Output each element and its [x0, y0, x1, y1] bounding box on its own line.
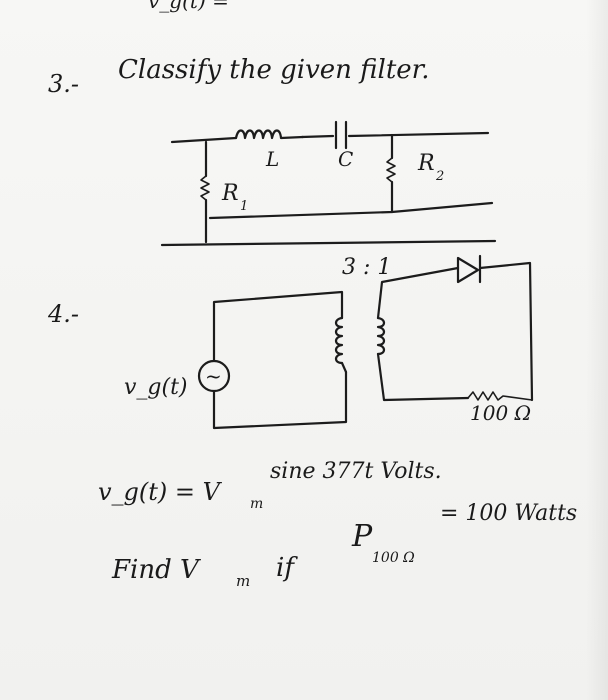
diode-symbol [456, 256, 480, 284]
q4-number: 4.- [47, 300, 79, 328]
label-R1: R [221, 181, 239, 206]
primary-coil [334, 316, 344, 365]
label-R2: R [417, 151, 435, 176]
primary-wire-bottom [212, 370, 348, 430]
label-C: C [338, 147, 353, 171]
turns-ratio: 3 : 1 [342, 255, 391, 280]
r2-resistor-symbol [386, 157, 396, 183]
diode-output-wire [478, 261, 534, 402]
find-text: Find V [111, 555, 201, 585]
resistor-label: 100 Ω [470, 401, 531, 425]
mid-wire [208, 201, 494, 220]
bottom-wire [160, 239, 497, 247]
top-fragment: v_g(t) = [148, 0, 229, 13]
equation-rhs: sine 377t Volts. [270, 459, 442, 484]
top-wire-right [347, 131, 490, 138]
power-value: = 100 Watts [440, 501, 577, 526]
primary-wire-top [212, 290, 344, 320]
label-R2-sub: 2 [435, 169, 444, 184]
find-sub: m [236, 572, 250, 590]
secondary-wire-bottom [376, 352, 470, 402]
transformer-circuit: ~ 3 : 1 100 Ω v_g(t) [124, 254, 534, 430]
equation-lhs: v_g(t) = V [98, 478, 223, 506]
wire-l-to-c [300, 134, 335, 139]
find-line: Find V m if P 100 Ω = 100 Watts [111, 501, 577, 590]
filter-circuit: L C R 1 R 2 [160, 120, 497, 247]
page-edge-shadow [586, 0, 608, 700]
source-label: v_g(t) [124, 375, 188, 400]
r1-resistor-symbol [200, 175, 210, 201]
primary-coil-end [340, 361, 348, 374]
q3-text: Classify the given filter. [118, 55, 430, 85]
label-L: L [265, 147, 279, 171]
inductor-symbol [234, 129, 305, 140]
equation-line: v_g(t) = V m sine 377t Volts. [98, 459, 442, 512]
secondary-wire-top [376, 266, 460, 320]
ac-source-symbol [197, 359, 231, 393]
top-wire-left [170, 136, 238, 144]
equation-sub: m [250, 496, 263, 512]
find-if: if [276, 553, 298, 583]
secondary-coil [376, 316, 386, 356]
q3-number: 3.- [48, 70, 79, 98]
load-resistor-symbol [467, 391, 533, 401]
power-subscript: 100 Ω [372, 550, 415, 566]
power-symbol: P [351, 519, 373, 554]
ac-source-tilde: ~ [205, 364, 222, 388]
label-R1-sub: 1 [240, 199, 248, 214]
